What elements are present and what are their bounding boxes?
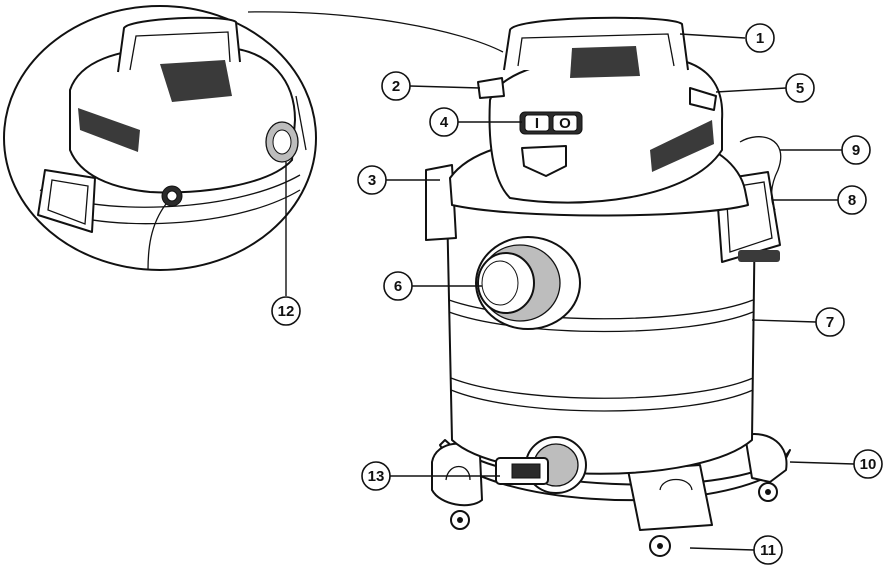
callout-9: 9	[780, 135, 871, 165]
drain-port	[495, 436, 587, 494]
callout-11: 11	[689, 535, 783, 565]
svg-text:5: 5	[796, 80, 804, 97]
svg-text:10: 10	[860, 456, 877, 473]
callout-10: 10	[789, 449, 883, 479]
svg-text:2: 2	[392, 78, 400, 95]
vacuum-inlet	[475, 236, 581, 330]
svg-text:3: 3	[368, 172, 376, 189]
callout-2: 2	[381, 71, 481, 101]
svg-text:6: 6	[394, 278, 402, 295]
svg-text:9: 9	[852, 142, 860, 159]
switch-off-symbol: O	[559, 115, 571, 132]
svg-text:8: 8	[848, 192, 856, 209]
svg-text:4: 4	[440, 114, 449, 131]
callout-13: 13	[361, 461, 500, 491]
svg-text:11: 11	[760, 542, 776, 559]
callout-8: 8	[772, 185, 867, 215]
svg-text:13: 13	[368, 468, 385, 485]
callout-5: 5	[715, 73, 815, 103]
callout-12: 12	[271, 162, 301, 326]
callout-4: 4	[429, 107, 522, 137]
power-switch: I O	[519, 111, 583, 135]
svg-text:7: 7	[826, 314, 834, 331]
caster-wheels	[450, 482, 778, 557]
callout-3: 3	[357, 165, 440, 195]
vacuum-main-unit: I O	[425, 16, 791, 557]
callout-6: 6	[383, 271, 482, 301]
callout-7: 7	[751, 307, 845, 337]
svg-text:12: 12	[278, 303, 295, 320]
switch-on-symbol: I	[535, 115, 539, 132]
callout-1: 1	[679, 23, 775, 53]
callouts: 1 2 3 4 5 6 7	[271, 23, 883, 565]
svg-text:1: 1	[756, 30, 764, 47]
rear-detail-inset	[3, 5, 504, 271]
